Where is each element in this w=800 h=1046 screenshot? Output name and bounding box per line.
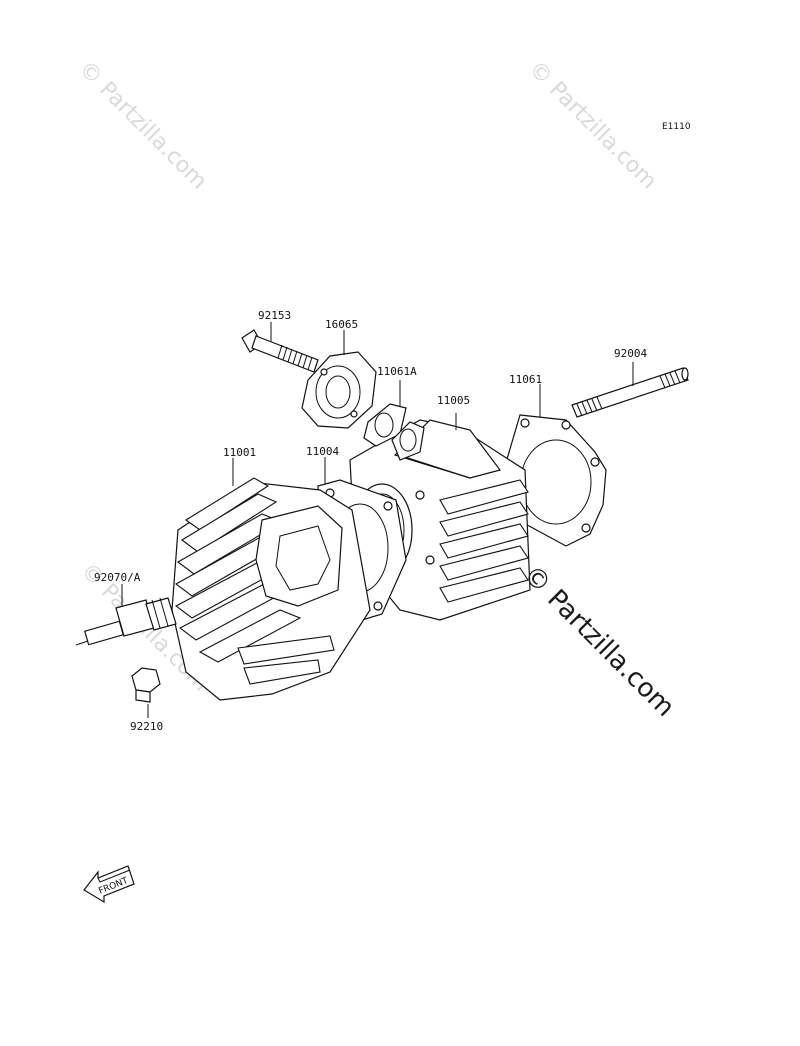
gasket-11061A [363, 380, 425, 461]
label-11001: 11001 [223, 446, 256, 459]
label-16065: 16065 [325, 318, 358, 331]
label-92210: 92210 [130, 720, 163, 733]
label-11061: 11061 [509, 373, 542, 386]
watermark-center-right: © Partzilla.com [517, 560, 680, 723]
watermark-top-right: © Partzilla.com [524, 57, 662, 195]
diagram-code: E1110 [662, 122, 691, 132]
intake-joint-16065 [301, 330, 377, 429]
label-92153: 92153 [258, 309, 291, 322]
label-92070A: 92070/A [94, 571, 141, 584]
label-11005: 11005 [437, 394, 470, 407]
stud-bolt-92004 [571, 362, 689, 418]
label-11004: 11004 [306, 445, 339, 458]
label-11061A: 11061A [377, 365, 417, 378]
label-92004: 92004 [614, 347, 647, 360]
bolt-92153 [241, 322, 319, 373]
nut-92210 [131, 667, 161, 718]
spark-plug-92070A [75, 584, 177, 646]
watermark-top-left: © Partzilla.com [74, 57, 212, 195]
cylinder-head-11001 [171, 458, 371, 701]
front-arrow: FRONT [83, 865, 135, 904]
